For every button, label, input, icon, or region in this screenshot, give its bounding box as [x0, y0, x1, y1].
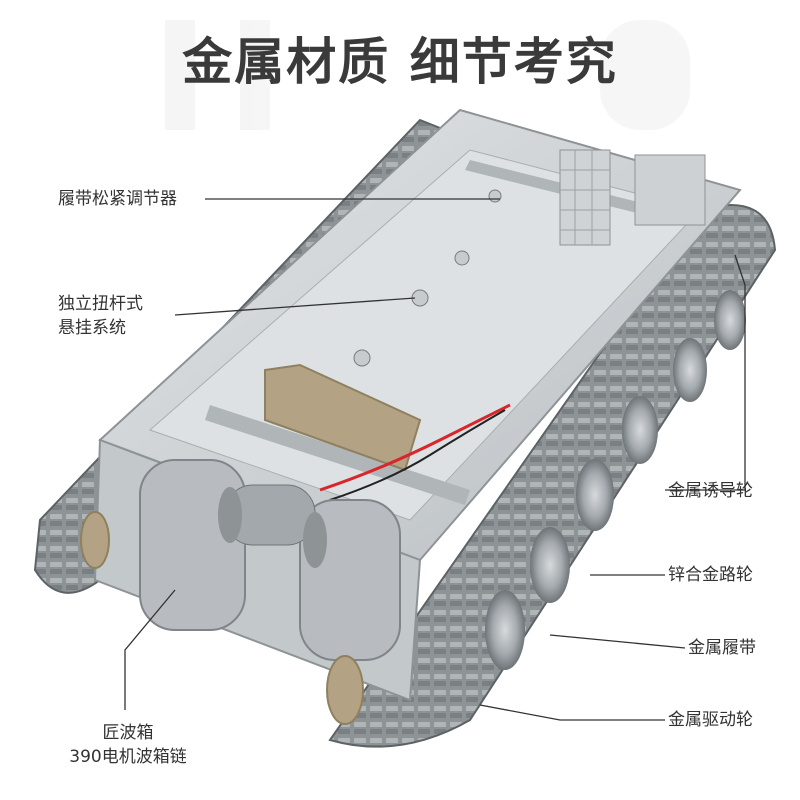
leader-suspension: [174, 297, 416, 316]
battery-box: [264, 363, 422, 472]
rear-mesh-box: [559, 149, 706, 246]
label-drive-wheel: 金属驱动轮: [668, 710, 753, 730]
road-wheels: [485, 290, 746, 670]
label-metal-track: 金属履带: [688, 638, 756, 658]
leader-metal-track: [549, 634, 686, 649]
callout-lines: [124, 198, 746, 721]
gearbox: [139, 459, 401, 661]
black-wire: [329, 409, 506, 501]
leader-idler-wheel: [665, 254, 746, 491]
label-suspension-line2: 悬挂系统: [58, 318, 126, 338]
suspension-mounts: [353, 189, 502, 367]
label-road-wheel: 锌合金路轮: [668, 565, 753, 585]
right-track: [328, 204, 777, 748]
label-suspension-line1: 独立扭杆式: [58, 294, 143, 314]
label-idler-wheel: 金属诱导轮: [668, 481, 753, 501]
leader-drive-wheel: [479, 704, 665, 721]
label-gearbox-line2: 390电机波箱链: [69, 747, 187, 767]
page-title: 金属材质 细节考究: [182, 33, 618, 91]
background-watermark: [165, 20, 690, 130]
red-wire: [319, 403, 511, 492]
front-crossbar: [205, 405, 470, 505]
label-track-tensioner: 履带松紧调节器: [58, 189, 177, 209]
leader-gearbox: [124, 589, 176, 710]
drive-wheel: [80, 511, 364, 725]
label-gearbox-line1: 匠波箱: [102, 723, 154, 743]
